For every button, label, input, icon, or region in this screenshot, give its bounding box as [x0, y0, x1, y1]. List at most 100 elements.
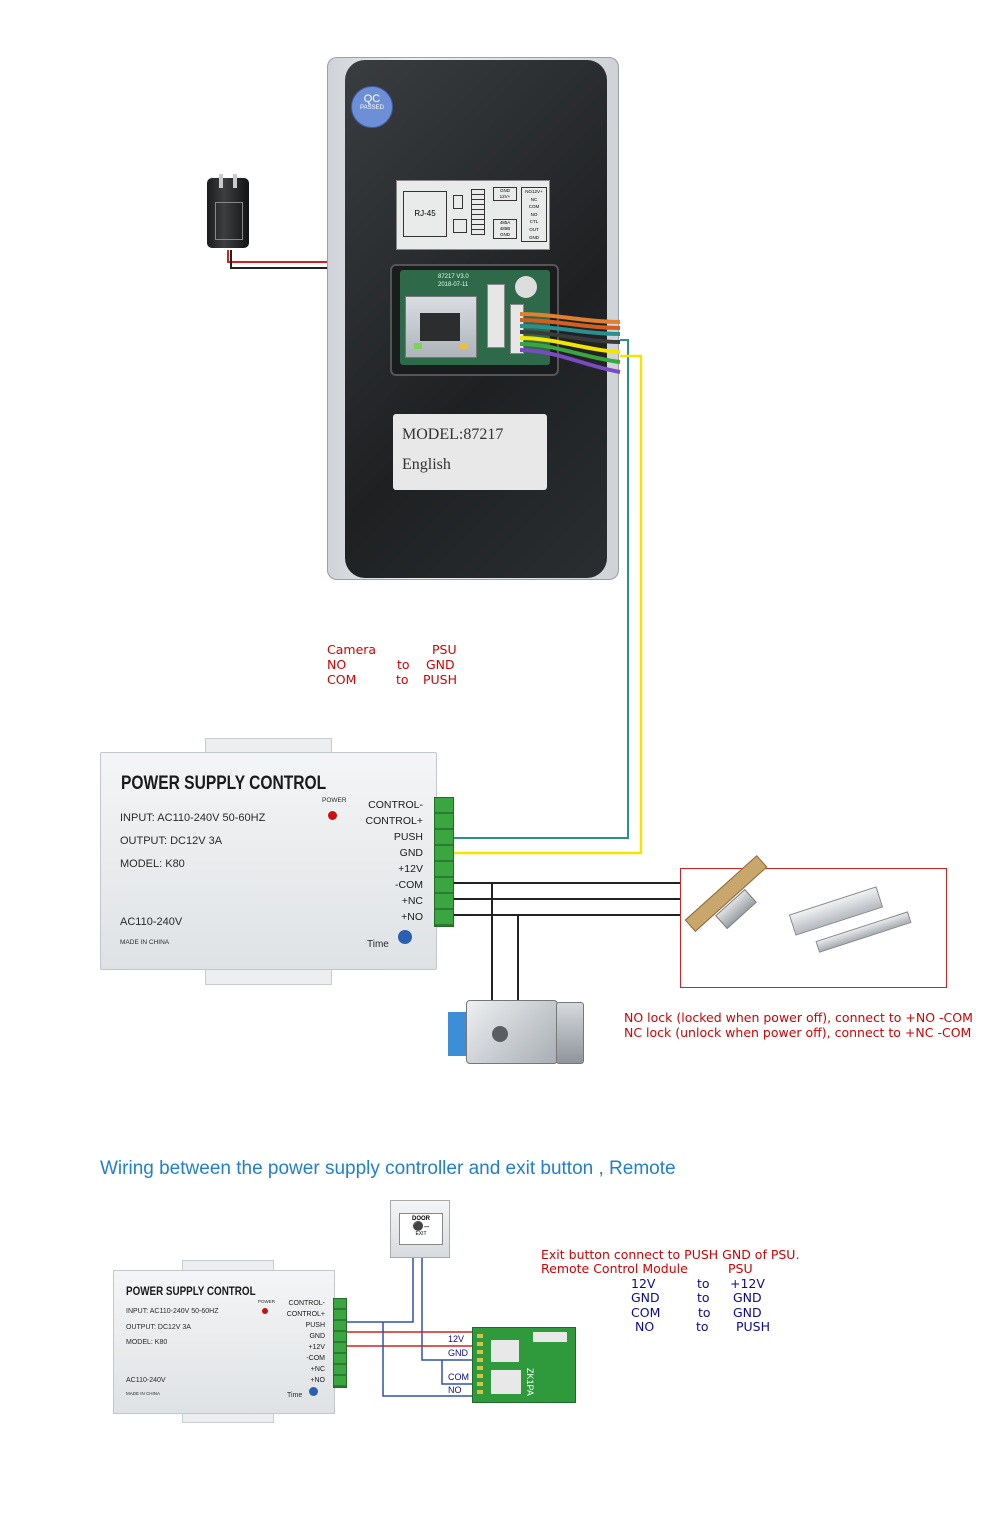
remote-pin-no: NO [448, 1385, 462, 1395]
terminal-label-control-plus: CONTROL+ [365, 815, 423, 827]
exit-row3-to: to [698, 1305, 711, 1320]
model-label: MODEL:87217 [402, 426, 504, 443]
sticker-mid-1: 485B [499, 226, 511, 231]
psu-model: MODEL: K80 [120, 858, 185, 870]
small-terminal-push: PUSH [305, 1322, 325, 1329]
psu-terminal-labels: CONTROL- CONTROL+ PUSH GND +12V -COM +NC… [340, 797, 423, 925]
small-terminal-com: -COM [306, 1355, 325, 1362]
sticker-mid-block: 485A 485B GND [493, 219, 517, 239]
remote-pin-12v: 12V [448, 1334, 465, 1344]
exit-row1-target: +12V [730, 1276, 765, 1291]
small-terminal-nc: +NC [310, 1366, 325, 1373]
lock-note-line2: NC lock (unlock when power off), connect… [624, 1024, 972, 1040]
psu-small-input: INPUT: AC110-240V 50-60HZ [126, 1308, 219, 1315]
exit-button-bottom: EXIT [415, 1231, 427, 1237]
pinout-sticker: RJ-45 GND 12V+ 485A 485B GND NO12V+ NC C… [396, 180, 550, 250]
sticker-jumper [453, 195, 463, 209]
board-connector-2 [510, 304, 524, 354]
board-label: 87217 V3.0 [438, 274, 469, 280]
psu-ac: AC110-240V [120, 916, 183, 928]
terminal-label-nc: +NC [401, 895, 423, 907]
exit-row4-from: NO [635, 1319, 655, 1334]
time-knob-icon [398, 930, 412, 944]
exit-row3-from: COM [631, 1305, 661, 1320]
note-row2-to: to [396, 672, 409, 687]
note-row2-target: PUSH [423, 672, 458, 687]
exit-row4-target: PUSH [736, 1319, 771, 1334]
small-terminal-control-minus: CONTROL- [288, 1300, 325, 1307]
camera-psu-note: Camera PSU NO to GND COM to PUSH [327, 642, 467, 689]
sticker-left-1: 12V+ [499, 194, 511, 199]
terminal-label-com: -COM [395, 879, 423, 891]
sticker-right-4: CTL [529, 219, 539, 225]
power-led [328, 811, 337, 820]
sticker-right-2: COM [528, 204, 540, 210]
exit-row4-to: to [696, 1319, 709, 1334]
psu-time-label: Time [367, 939, 389, 950]
exit-button: DOOR ⚫– EXIT [390, 1200, 450, 1258]
exit-row3-target: GND [733, 1305, 762, 1320]
lock-note: NO lock (locked when power off), connect… [624, 1010, 973, 1040]
psu-small-ac: AC110-240V [126, 1377, 166, 1384]
remote-module: ZK1PA [472, 1327, 576, 1403]
exit-row1-from: 12V [631, 1276, 656, 1291]
psu-input: INPUT: AC110-240V 50-60HZ [120, 812, 266, 824]
psu-title: POWER SUPPLY CONTROL [121, 773, 327, 794]
qc-badge: QC PASSED [351, 86, 393, 128]
rj45-sticker-label: RJ-45 [403, 191, 447, 237]
electric-lock-image [448, 996, 588, 1068]
psu-body [100, 752, 437, 970]
psu-small-time-label: Time [287, 1392, 303, 1399]
sticker-mid-0: 485A [499, 220, 511, 225]
wire-yellow-gnd [452, 354, 643, 855]
note-row2-from: COM [327, 672, 357, 687]
small-terminal-12v: +12V [308, 1344, 325, 1351]
exit-note: Exit button connect to PUSH GND of PSU. … [541, 1247, 801, 1338]
power-led-small [262, 1308, 268, 1314]
remote-wire-com [441, 1360, 472, 1385]
section-heading: Wiring between the power supply controll… [100, 1158, 676, 1179]
note-header-psu: PSU [432, 642, 457, 657]
board-date: 2018-07-11 [438, 282, 469, 288]
exit-note-line1: Exit button connect to PUSH GND of PSU. [541, 1247, 800, 1262]
sticker-right-block: NO12V+ NC COM NO CTL OUT GND [521, 187, 547, 243]
terminal-label-no: +NO [401, 911, 423, 923]
exit-row2-from: GND [631, 1290, 660, 1305]
sticker-right-6: GND [529, 234, 539, 240]
terminal-label-push: PUSH [393, 831, 423, 843]
language-label: English [402, 456, 451, 473]
psu-bottom-tab [205, 966, 332, 985]
sticker-left-0: GND [500, 188, 510, 193]
note-row1-from: NO [327, 657, 347, 672]
exit-row2-target: GND [733, 1290, 762, 1305]
qc-badge-top: QC [363, 93, 381, 105]
remote-pin-com: COM [448, 1372, 469, 1382]
terminal-label-control-minus: CONTROL- [368, 799, 423, 811]
exit-wire-1 [345, 1245, 414, 1323]
board-connector [487, 284, 505, 348]
sticker-right-1: NC [530, 196, 538, 202]
exit-row1-to: to [697, 1276, 710, 1291]
magnetic-lock-image [785, 880, 935, 960]
remote-pin-gnd: GND [448, 1348, 468, 1358]
psu-power-label: POWER [322, 797, 347, 804]
time-knob-icon-small [309, 1387, 318, 1396]
cable-bundle [519, 312, 621, 374]
psu-small-body [113, 1270, 335, 1414]
psu-small-top-tab [182, 1260, 274, 1273]
board-chip [515, 276, 537, 298]
strike-lock-image [684, 855, 770, 966]
sticker-port [453, 219, 467, 233]
small-terminal-control-plus: CONTROL+ [286, 1311, 325, 1318]
qc-badge-bottom: PASSED [360, 105, 384, 111]
sticker-right-0: NO12V+ [525, 189, 543, 194]
psu-small-output: OUTPUT: DC12V 3A [126, 1324, 191, 1331]
terminal-label-gnd: GND [399, 847, 423, 859]
small-terminal-no: +NO [310, 1377, 325, 1384]
model-sticker: MODEL:87217 English [393, 414, 547, 490]
sticker-right-3: NO [530, 211, 538, 217]
psu-output: OUTPUT: DC12V 3A [120, 835, 223, 847]
psu-small-model: MODEL: K80 [126, 1339, 168, 1346]
small-terminal-gnd: GND [309, 1333, 325, 1340]
remote-module-label: ZK1PA [525, 1368, 535, 1396]
